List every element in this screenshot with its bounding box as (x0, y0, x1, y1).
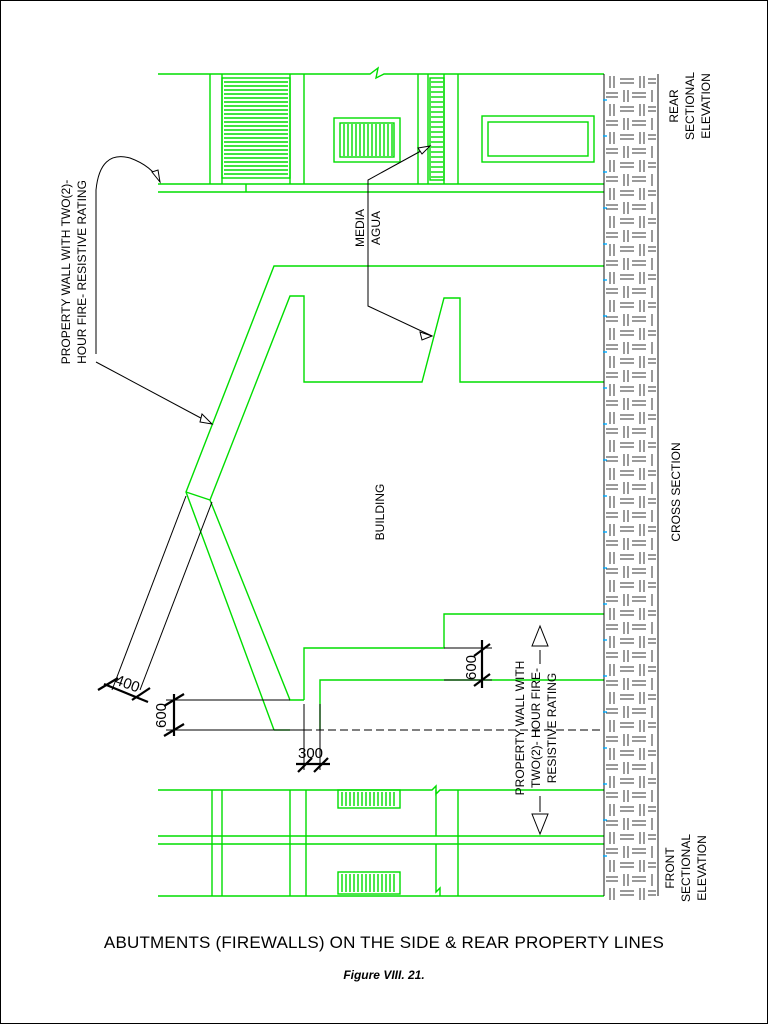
svg-text:REAR: REAR (667, 89, 681, 123)
rear-elevation-label-2: SECTIONAL (683, 72, 697, 140)
property-wall-bottom-label-2: TWO(2)- HOUR FIRE- (529, 668, 543, 788)
rear-elevation-outline (158, 66, 604, 80)
media-agua-label-1: MEDIA (353, 209, 367, 247)
front-elevation-label-1: FRONT (663, 847, 677, 889)
rear-elevation-label-3: ELEVATION (699, 73, 713, 139)
property-wall-bottom-label-3: RESISTIVE RATING (545, 673, 559, 783)
rear-window (481, 115, 595, 163)
label-group: REAR SECTIONAL ELEVATION FRONT SECTIONAL… (59, 72, 713, 902)
property-wall-top-label-1: PROPERTY WALL WITH TWO(2)- (59, 180, 73, 364)
media-agua-label-2: AGUA (369, 211, 383, 245)
property-wall-hatch (603, 74, 659, 896)
building-section-outline (185, 265, 604, 731)
front-elevation-label-3: ELEVATION (695, 835, 709, 901)
property-wall-bottom-label-1: PROPERTY WALL WITH (513, 661, 527, 796)
rear-louver-narrow (429, 77, 445, 181)
diagram-title: ABUTMENTS (FIREWALLS) ON THE SIDE & REAR… (103, 933, 665, 952)
rear-elevation-label-1: REAR (667, 89, 681, 123)
front-elevation-label-2: SECTIONAL (679, 834, 693, 902)
property-wall-top-label-2: HOUR FIRE- RESISTIVE RATING (75, 180, 89, 364)
dim-600-right: 600 (463, 655, 480, 680)
building-outlines (158, 66, 604, 897)
cross-section-label: CROSS SECTION (669, 442, 683, 541)
building-label: BUILDING (373, 484, 387, 541)
rear-louver-left (221, 77, 291, 179)
dim-300: 300 (298, 745, 323, 762)
dim-400: 400 (113, 672, 142, 697)
front-vent-bottom (337, 871, 401, 895)
rear-vent-window (333, 117, 401, 163)
front-vent-top (337, 789, 401, 809)
figure-caption: Figure VIII. 21. (343, 968, 425, 982)
front-elevation-outline (158, 784, 604, 897)
dimension-lines (95, 145, 604, 836)
hatch-marks (603, 76, 656, 900)
dim-600-left: 600 (153, 703, 170, 728)
